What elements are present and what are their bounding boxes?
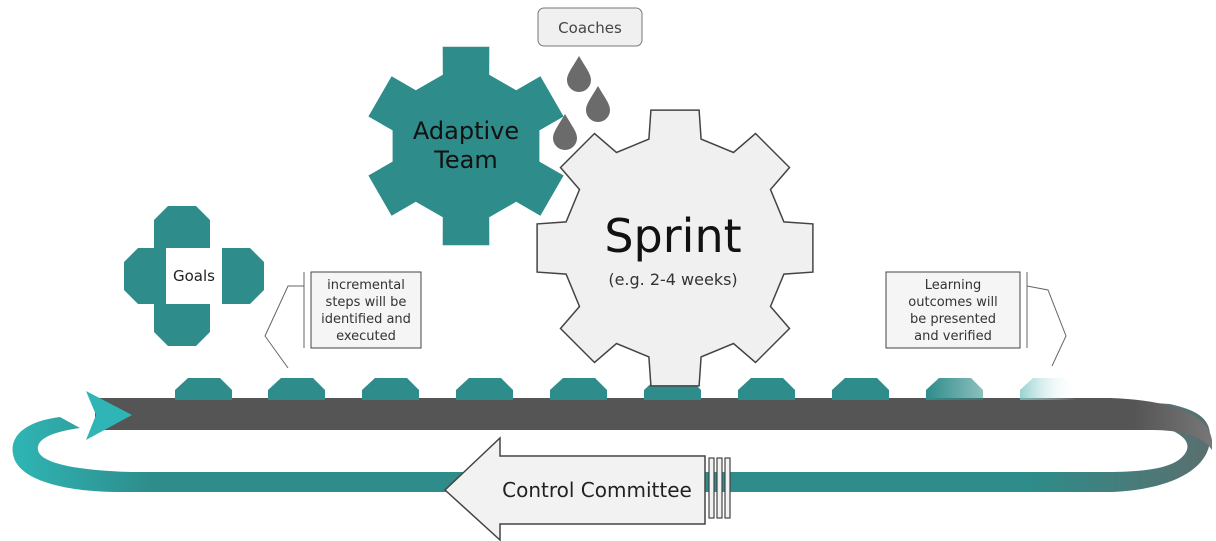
increment-step (832, 378, 889, 400)
adaptive-team-label: Team (433, 146, 497, 174)
control-committee-label: Control Committee (502, 478, 692, 502)
incremental-steps-note: incremental steps will be identified and… (264, 271, 422, 369)
incremental-note-line: steps will be (326, 295, 407, 310)
drop-icon (586, 86, 610, 122)
increment-step (1020, 378, 1077, 400)
learning-outcomes-note: Learning outcomes will be presented and … (885, 271, 1067, 367)
coaches-box: Coaches (537, 7, 643, 47)
increment-step (362, 378, 419, 400)
incremental-note-line: executed (336, 329, 396, 344)
increment-step (926, 378, 983, 400)
control-committee-arrow: Control Committee (443, 436, 731, 541)
increment-step (738, 378, 795, 400)
top-belt (95, 398, 1212, 450)
loop-entry-arrow (86, 391, 132, 440)
sprint-gear: Sprint (e.g. 2-4 weeks) (536, 109, 814, 387)
learning-note-line: Learning (925, 278, 981, 293)
goals-shape: Goals (124, 206, 264, 346)
adaptive-team-label: Adaptive (413, 117, 519, 145)
learning-note-line: outcomes will (908, 295, 997, 310)
increment-step (268, 378, 325, 400)
incremental-note-line: incremental (327, 278, 405, 293)
conveyor-loop: Control Committee (12, 391, 1212, 541)
learning-note-line: and verified (914, 329, 992, 344)
increment-step (550, 378, 607, 400)
sprint-title: Sprint (604, 209, 741, 263)
increment-steps (175, 378, 1077, 400)
incremental-note-line: identified and (321, 312, 411, 327)
drop-icon (567, 56, 591, 92)
increment-step (175, 378, 232, 400)
goals-label: Goals (173, 267, 215, 285)
adaptive-team-gear: Adaptive Team (368, 46, 564, 246)
coaching-drops (553, 56, 610, 150)
sprint-subtitle: (e.g. 2-4 weeks) (608, 270, 737, 289)
drop-icon (553, 114, 577, 150)
increment-step (456, 378, 513, 400)
coaches-label: Coaches (558, 19, 622, 37)
learning-note-line: be presented (910, 312, 996, 327)
